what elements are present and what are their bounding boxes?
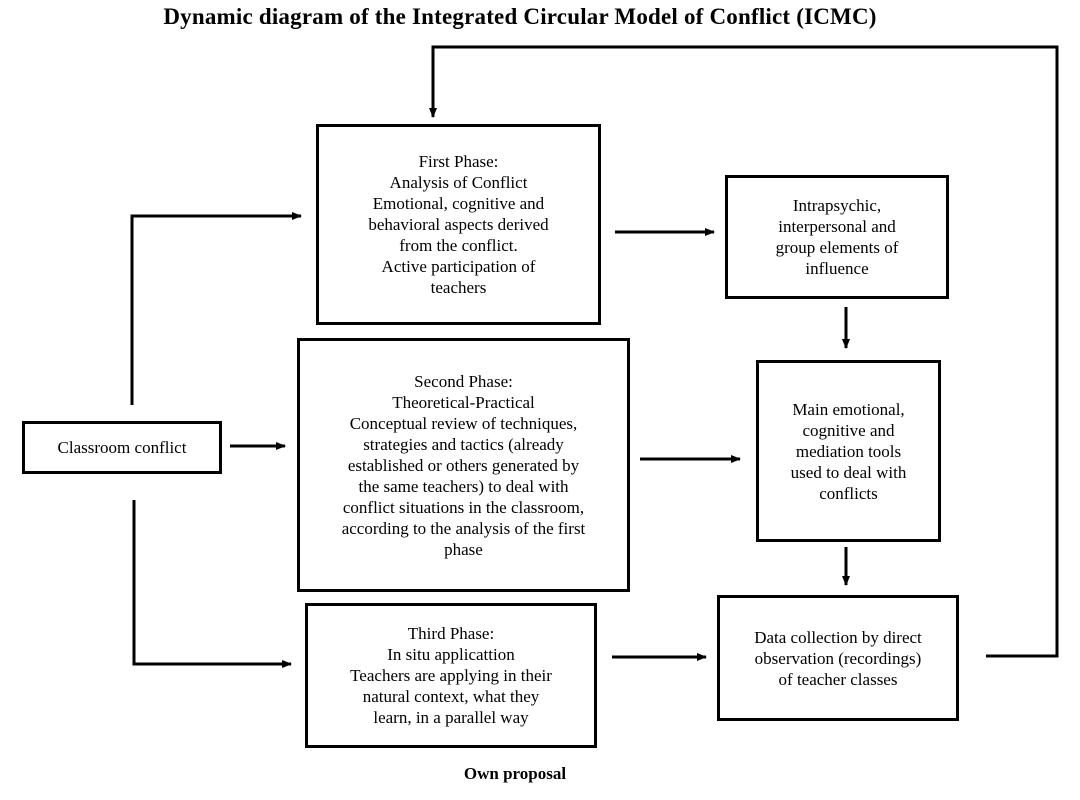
box-text-line: the same teachers) to deal with (358, 476, 569, 496)
diagram-caption: Own proposal (463, 764, 567, 783)
box-text-line: mediation tools (795, 441, 902, 461)
box-text-line: conflicts (819, 483, 878, 503)
box-text-line: used to deal with (790, 462, 907, 482)
box-text-line: according to the analysis of the first (341, 518, 586, 538)
box-text-line: Main emotional, (792, 399, 905, 419)
box-text-line: Classroom conflict (57, 438, 187, 457)
box-text-line: of teacher classes (778, 669, 898, 689)
classroom-conflict-box: Classroom conflict (22, 421, 222, 474)
intrapsychic-elements-box: Intrapsychic, interpersonal and group elem… (725, 175, 949, 299)
box-text-line: In situ applicattion (387, 645, 515, 664)
box-text-line: Theoretical-Practical (392, 392, 535, 412)
box-text-line: Intrapsychic, (792, 196, 882, 215)
box-text-line: observation (recordings) (754, 648, 922, 668)
box-text-line: First Phase: (418, 152, 499, 171)
box-text-line: Analysis of Conflict (389, 173, 528, 192)
box-text-line: from the conflict. (399, 236, 518, 255)
diagram-title: Dynamic diagram of the Integrated Circul… (163, 4, 877, 29)
box-text-line: strategies and tactics (already (363, 434, 564, 454)
box-text-line: Active participation of (381, 257, 536, 276)
box-text-line: learn, in a parallel way (373, 708, 529, 727)
box-text-line: Teachers are applying in their (350, 666, 552, 685)
box-text-line: Conceptual review of techniques, (349, 413, 578, 433)
box-text-line: group elements of (775, 238, 899, 257)
arrow-classroom-to-third (132, 500, 292, 668)
box-text-line: Emotional, cognitive and (372, 194, 545, 213)
box-text-line: behavioral aspects derived (368, 215, 549, 234)
box-text-line: influence (805, 259, 869, 278)
box-text-line: cognitive and (802, 420, 895, 440)
box-text-line: conflict situations in the classroom, (342, 497, 585, 517)
box-text-line: established or others generated by (347, 455, 580, 475)
arrow-data-loop-to-first (429, 45, 1059, 658)
box-text-line: natural context, what they (362, 687, 540, 706)
box-text-line: Data collection by direct (754, 627, 922, 647)
box-text-line: Second Phase: (414, 371, 513, 391)
box-text-line: interpersonal and (778, 217, 896, 236)
box-text-line: Third Phase: (407, 624, 495, 643)
box-text-line: teachers (430, 278, 487, 297)
box-text-line: phase (444, 539, 483, 559)
arrow-classroom-to-first (130, 212, 302, 405)
